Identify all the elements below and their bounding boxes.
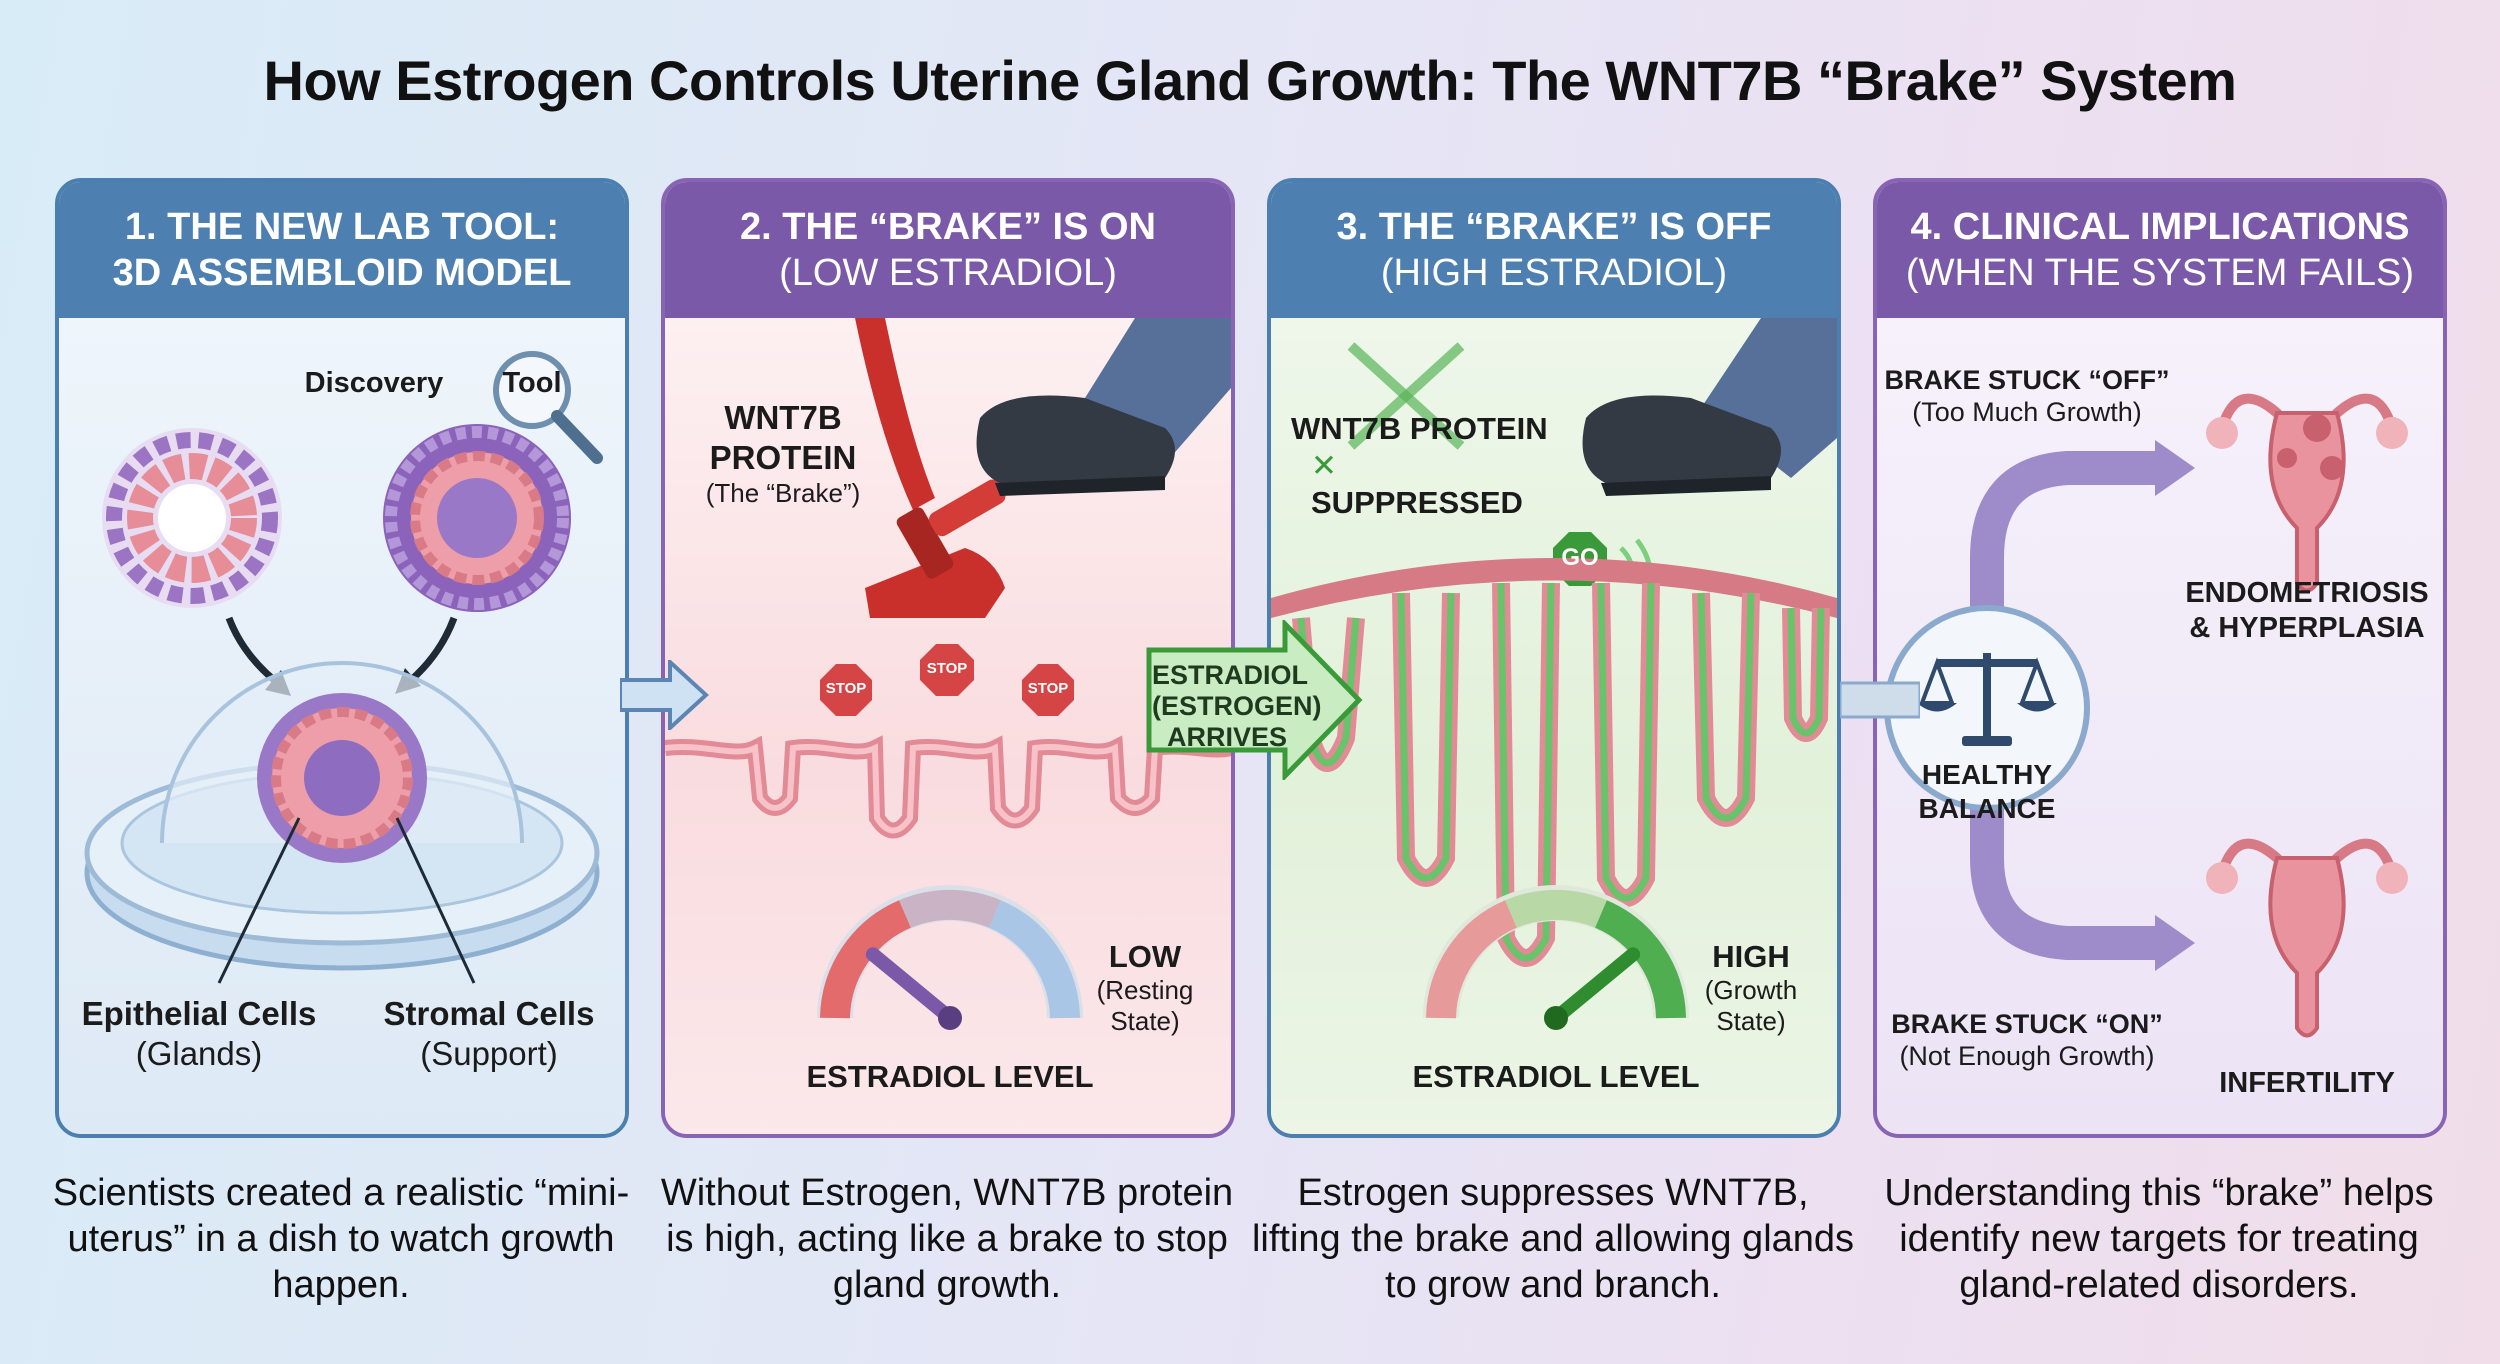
wnt7b-suppressed-label: WNT7B PROTEIN ✕ SUPPRESSED: [1291, 410, 1551, 522]
uterus-normal-icon: [2206, 838, 2408, 1038]
arrow-3-to-4: [1840, 681, 1920, 719]
panel-2-header-line2: (LOW ESTRADIOL): [779, 252, 1117, 294]
suppressed-row: ✕ SUPPRESSED: [1291, 447, 1551, 521]
epithelial-cell-ring: [102, 428, 282, 608]
panel-1-header-line2: 3D ASSEMBLOID MODEL: [112, 252, 572, 294]
level-readout: LOW (Resting State): [1075, 938, 1215, 1038]
panel-brake-off: 3. THE “BRAKE” IS OFF (HIGH ESTRADIOL): [1267, 178, 1841, 1138]
off-sub: (Too Much Growth): [1912, 397, 2142, 428]
arrow-line2: (ESTROGEN): [1152, 691, 1322, 721]
panel-4-header-line1: 4. CLINICAL IMPLICATIONS: [1910, 206, 2410, 248]
arrow-line1: ESTRADIOL: [1152, 660, 1309, 690]
level-sub1: (Resting: [1096, 975, 1194, 1006]
arrow-1-to-2: [620, 660, 709, 730]
brake-stuck-on-label: BRAKE STUCK “ON” (Not Enough Growth): [1877, 1008, 2177, 1073]
tool-label: Tool: [502, 367, 562, 399]
brake-sub-label: (The “Brake”): [705, 478, 861, 508]
estradiol-arrow: [1146, 620, 1363, 780]
panel-2-body: WNT7B PROTEIN (The “Brake”) STOP STOP ST…: [665, 318, 1231, 1134]
healthy-balance-label: HEALTHY BALANCE: [1887, 758, 2087, 825]
epithelial-cells-label: Epithelial Cells (Glands): [69, 994, 329, 1073]
protein-line2: SUPPRESSED: [1311, 485, 1523, 521]
level-value: HIGH: [1712, 939, 1790, 974]
estradiol-gauge: [817, 885, 1083, 1030]
panel-4-body: BRAKE STUCK “OFF” (Too Much Growth) ENDO…: [1877, 318, 2443, 1134]
assembloid-illustration: [84, 351, 603, 984]
level-sub2: State): [1110, 1006, 1180, 1037]
panel-2-header-line1: 2. THE “BRAKE” IS ON: [740, 206, 1156, 248]
estradiol-level-label: ESTRADIOL LEVEL: [1412, 1059, 1700, 1094]
stop-label: STOP: [926, 660, 968, 677]
level-readout: HIGH (Growth State): [1681, 938, 1821, 1038]
stop-label: STOP: [825, 680, 867, 697]
x-mark-icon: ✕: [1311, 448, 1337, 484]
stop-label: STOP: [1027, 680, 1069, 697]
estradiol-level-label: ESTRADIOL LEVEL: [806, 1059, 1094, 1094]
condition1-line1: ENDOMETRIOSIS: [2185, 577, 2429, 609]
panel-3-header-line1: 3. THE “BRAKE” IS OFF: [1336, 206, 1772, 248]
suppressed-x-icon: [1347, 342, 1465, 450]
on-sub: (Not Enough Growth): [1899, 1041, 2155, 1072]
arrow-line3: ARRIVES: [1166, 722, 1288, 752]
panel-brake-on: 2. THE “BRAKE” IS ON (LOW ESTRADIOL): [661, 178, 1235, 1138]
stromal-title: Stromal Cells: [383, 995, 595, 1032]
stromal-sub: (Support): [420, 1034, 558, 1072]
panel-1-body: Discovery Tool Epithelial Cells (Glands)…: [59, 318, 625, 1134]
stromal-cell-cluster: [383, 424, 571, 612]
level-sub1: (Growth: [1704, 975, 1798, 1006]
caption-1: Scientists created a realistic “mini-ute…: [52, 1172, 630, 1306]
shoe-icon: [1582, 318, 1837, 496]
panel-2-header: 2. THE “BRAKE” IS ON (LOW ESTRADIOL): [665, 182, 1231, 318]
page-title: How Estrogen Controls Uterine Gland Grow…: [263, 49, 2237, 112]
estradiol-gauge: [1423, 885, 1689, 1030]
panel-clinical-implications: 4. CLINICAL IMPLICATIONS (WHEN THE SYSTE…: [1873, 178, 2447, 1138]
stop-sign-icon: [1022, 664, 1074, 716]
brake-stuck-off-label: BRAKE STUCK “OFF” (Too Much Growth): [1877, 364, 2177, 429]
infertility-label: INFERTILITY: [2219, 1067, 2395, 1099]
stop-sign-icon: [920, 644, 974, 696]
panel-4-header-line2: (WHEN THE SYSTEM FAILS): [1905, 252, 2415, 294]
condition1-line2: & HYPERPLASIA: [2189, 611, 2425, 644]
epithelial-title: Epithelial Cells: [81, 995, 317, 1032]
protein-line1: WNT7B: [724, 399, 842, 436]
epithelial-sub: (Glands): [135, 1034, 263, 1072]
uterus-overgrowth-icon: [2206, 393, 2408, 593]
panel-1-header: 1. THE NEW LAB TOOL: 3D ASSEMBLOID MODEL: [59, 182, 625, 318]
panel-3-body: WNT7B PROTEIN ✕ SUPPRESSED GO ESTRADIOL …: [1271, 318, 1837, 1134]
balance-line2: BALANCE: [1918, 792, 2056, 824]
shoe-icon: [976, 318, 1231, 496]
protein-line1: WNT7B PROTEIN: [1291, 411, 1548, 446]
balance-line1: HEALTHY: [1921, 759, 2053, 790]
wnt7b-protein-label: WNT7B PROTEIN: [693, 398, 873, 477]
caption-4: Understanding this “brake” helps identif…: [1884, 1172, 2434, 1306]
panel-3-header-line2: (HIGH ESTRADIOL): [1380, 252, 1728, 294]
go-label: GO: [1561, 544, 1599, 571]
short-uterine-glands: [665, 735, 1231, 839]
petri-dish: [84, 661, 600, 971]
estradiol-arrow-label: ESTRADIOL (ESTROGEN) ARRIVES: [1152, 660, 1322, 753]
stromal-cells-label: Stromal Cells (Support): [359, 994, 619, 1073]
clinical-illustration: [1884, 393, 2408, 1038]
on-title: BRAKE STUCK “ON”: [1891, 1009, 2163, 1039]
brake-pedal-icon: [855, 318, 1006, 618]
brake-on-illustration: [665, 318, 1231, 1030]
protein-line2: PROTEIN: [709, 438, 857, 476]
off-title: BRAKE STUCK “OFF”: [1884, 365, 2170, 395]
level-value: LOW: [1108, 939, 1182, 974]
level-sub2: State): [1716, 1006, 1786, 1037]
endometriosis-label: ENDOMETRIOSIS & HYPERPLASIA: [2167, 576, 2443, 646]
discovery-label: Discovery: [304, 367, 444, 399]
stop-sign-icon: [820, 664, 872, 716]
panel-1-header-line1: 1. THE NEW LAB TOOL:: [124, 206, 560, 248]
panel-3-header: 3. THE “BRAKE” IS OFF (HIGH ESTRADIOL): [1271, 182, 1837, 318]
panel-4-header: 4. CLINICAL IMPLICATIONS (WHEN THE SYSTE…: [1877, 182, 2443, 318]
panel-assembloid-model: 1. THE NEW LAB TOOL: 3D ASSEMBLOID MODEL: [55, 178, 629, 1138]
balance-scale-icon: [1884, 605, 2090, 811]
caption-2: Without Estrogen, WNT7B protein is high,…: [660, 1172, 1234, 1306]
brake-off-illustration: [1271, 318, 1837, 1030]
magnifier-icon: [493, 351, 603, 464]
long-uterine-glands: [1292, 582, 1830, 967]
caption-3: Estrogen suppresses WNT7B, lifting the b…: [1251, 1172, 1855, 1306]
